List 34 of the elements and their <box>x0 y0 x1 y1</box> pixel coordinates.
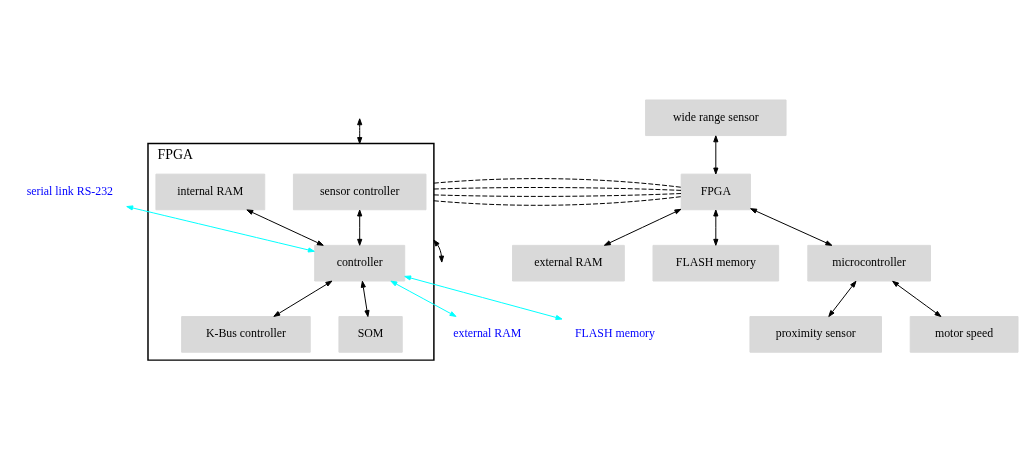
node-text: external RAM <box>453 326 522 341</box>
connector <box>433 196 682 206</box>
arrow <box>357 209 363 246</box>
node-box: FLASH memory <box>652 244 780 282</box>
arrow <box>246 209 324 246</box>
arrow <box>828 280 857 317</box>
arrow <box>404 275 563 320</box>
connector <box>433 187 682 191</box>
node-box: proximity sensor <box>749 316 882 353</box>
node-box: FPGA <box>680 173 751 211</box>
node-text: serial link RS-232 <box>26 184 113 199</box>
node-box: external RAM <box>512 244 625 282</box>
arrow <box>357 118 363 144</box>
arrow <box>892 280 942 317</box>
node-box: internal RAM <box>155 173 266 211</box>
node-text: FLASH memory <box>574 326 655 341</box>
node-box: wide range sensor <box>645 99 787 137</box>
connector <box>433 178 682 188</box>
node-box: K-Bus controller <box>181 316 311 353</box>
arrow <box>713 135 719 175</box>
node-box: SOM <box>338 316 403 353</box>
node-box: sensor controller <box>292 173 427 211</box>
arrow <box>273 280 333 317</box>
node-box: motor speed <box>909 316 1019 353</box>
connector <box>433 193 682 197</box>
arrow <box>713 209 719 246</box>
arrow <box>126 205 315 253</box>
arrow <box>433 239 445 263</box>
arrow <box>603 208 682 246</box>
node-box: controller <box>314 244 406 282</box>
arrow <box>360 280 370 317</box>
arrow <box>390 280 457 317</box>
arrow <box>750 208 833 246</box>
node-box: microcontroller <box>807 244 931 282</box>
